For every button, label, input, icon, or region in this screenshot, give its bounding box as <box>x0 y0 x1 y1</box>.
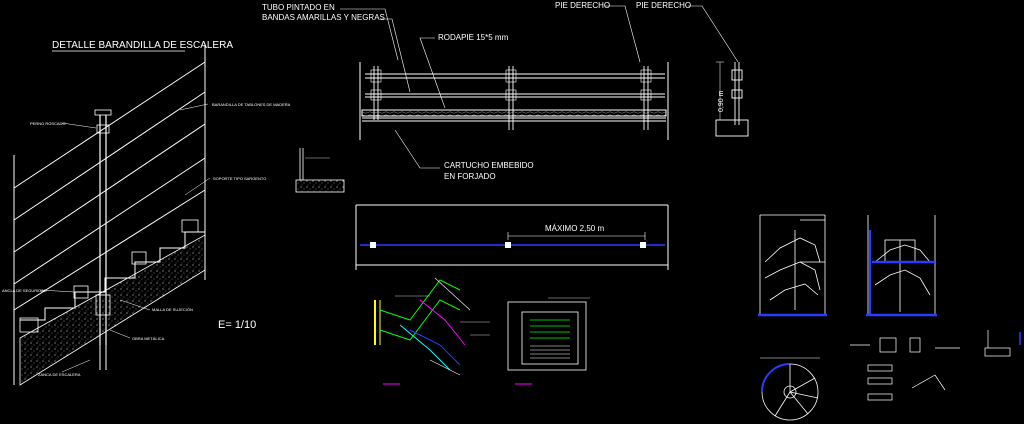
label-perno: PERNO ROSCADO <box>30 121 66 126</box>
small-misc-details <box>850 330 1011 401</box>
label-rodapie: RODAPIE 15*5 mm <box>438 33 509 42</box>
label-cartucho-1: CARTUCHO EMBEBIDO <box>444 161 534 170</box>
guardrail-labels: TUBO PINTADO EN BANDAS AMARILLAS Y NEGRA… <box>262 1 691 181</box>
label-soporte: SOPORTE TIPO SARGENTO <box>213 176 266 181</box>
label-altura: 0,90 m <box>718 90 725 112</box>
spiral-stair-plan <box>760 357 820 421</box>
label-tubo-1: TUBO PINTADO EN <box>262 3 335 12</box>
small-anchor-detail <box>295 148 345 193</box>
label-malla: MALLA DE SUJECIÓN <box>152 307 193 312</box>
label-zanca: ZANCA DE ESCALERA <box>38 372 81 377</box>
label-cartucho-2: EN FORJADO <box>444 172 496 181</box>
spiral-stair-section-1 <box>759 214 826 315</box>
label-ancla: ANCLA DE SEGURIDAD <box>2 288 47 293</box>
label-obra: OBRA METÁLICA <box>132 336 165 341</box>
label-maximo: MÁXIMO 2,50 m <box>545 224 604 233</box>
guardrail-plan <box>355 204 669 270</box>
left-detail-labels: PERNO ROSCADO BARANDILLA DE TABLONES DE … <box>2 102 291 377</box>
scale-label: E= 1/10 <box>218 319 256 331</box>
label-pie-derecho-2: PIE DERECHO <box>636 1 691 10</box>
label-barandilla: BARANDILLA DE TABLONES DE MADERA <box>212 102 291 107</box>
guardrail-side-section <box>715 61 749 137</box>
left-railing-detail: DETALLE BARANDILLA DE ESCALERA <box>13 40 233 386</box>
spiral-stair-section-2 <box>867 215 936 315</box>
colored-stair-axonometric <box>374 277 490 376</box>
label-tubo-2: BANDAS AMARILLAS Y NEGRAS <box>262 13 385 22</box>
guardrail-elevation <box>340 5 739 169</box>
detail-title: DETALLE BARANDILLA DE ESCALERA <box>52 40 233 51</box>
label-pie-derecho-1: PIE DERECHO <box>555 1 610 10</box>
stair-plan-view <box>507 297 590 371</box>
